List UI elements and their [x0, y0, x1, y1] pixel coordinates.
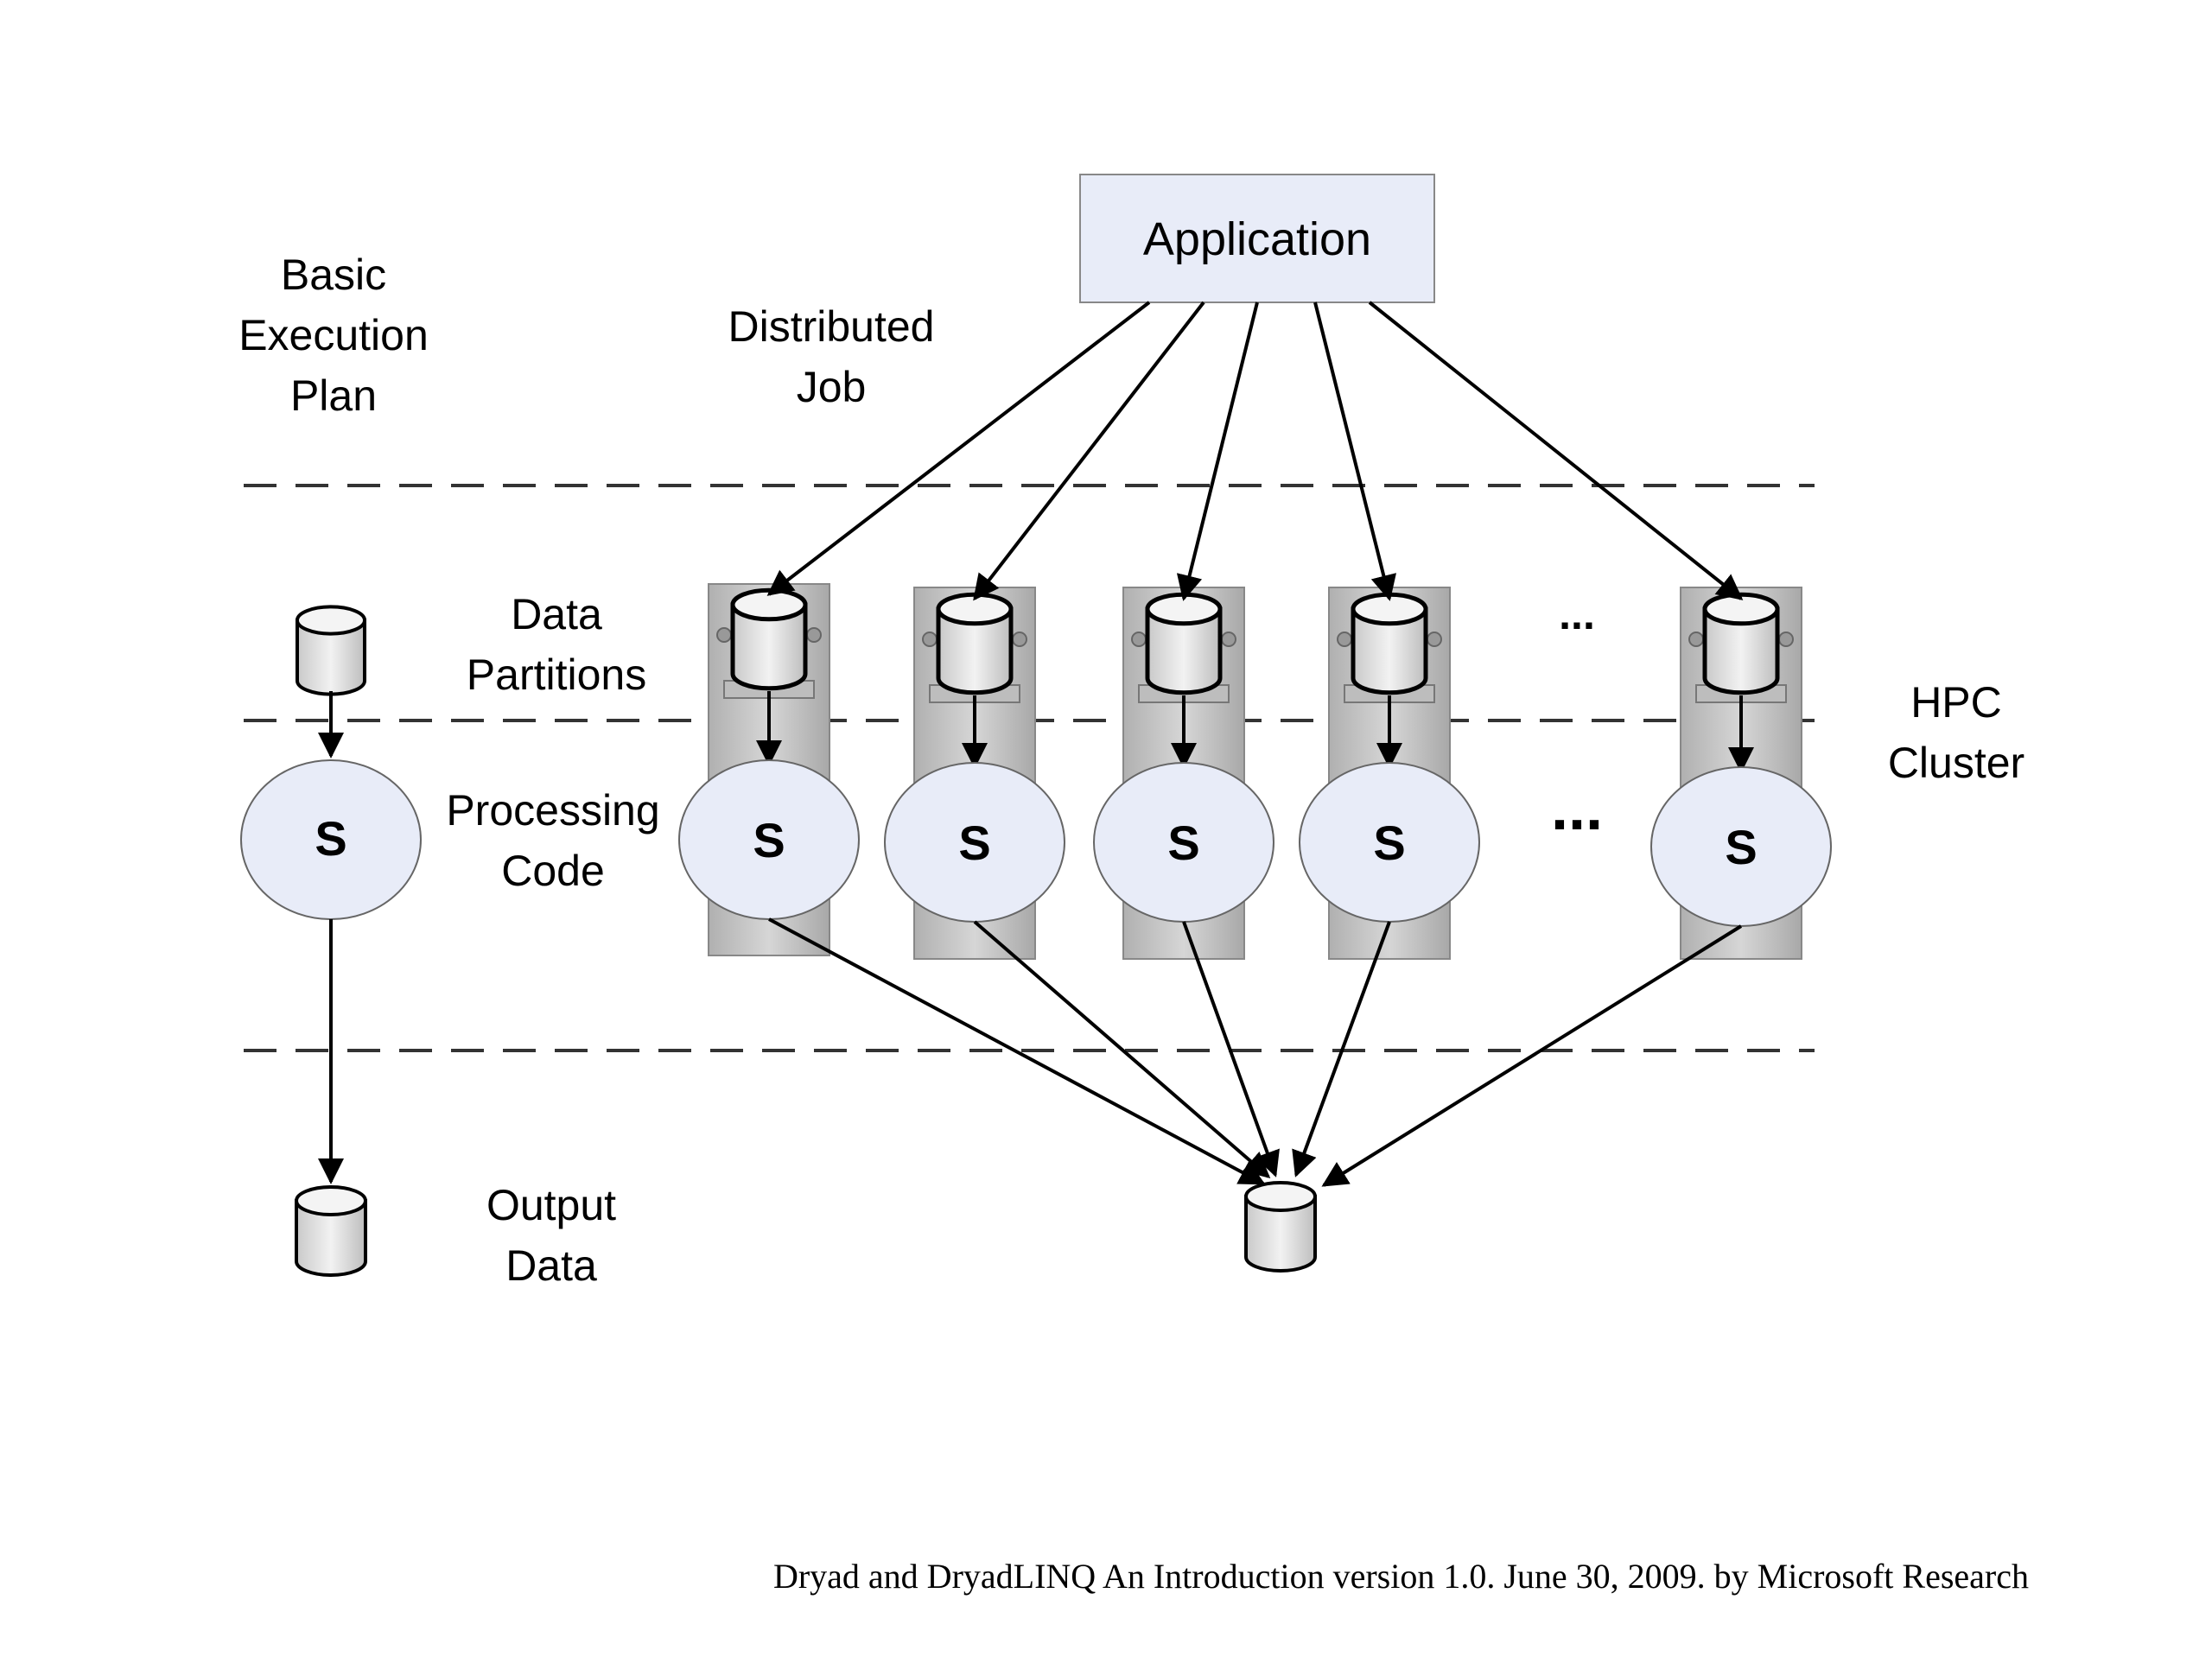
server-knob-left-4 — [1337, 632, 1352, 647]
server-knob-left-2 — [922, 632, 938, 647]
partition-db-1-body — [730, 602, 808, 691]
output-arrow-3 — [1182, 921, 1280, 1177]
application-box: Application — [1079, 174, 1435, 303]
basic-input-db-icon — [296, 605, 366, 696]
application-arrow-4 — [1313, 301, 1396, 601]
partition-db-5-body — [1702, 606, 1780, 695]
label-distributed-job-1: Distributed — [728, 302, 935, 351]
processing-node-label-3: S — [1167, 816, 1199, 870]
partition-db-3-body — [1145, 606, 1223, 695]
cluster-output-db-top — [1244, 1181, 1317, 1212]
output-arrows — [768, 917, 1743, 1187]
cluster-output-db-body — [1244, 1195, 1317, 1273]
label-basic-execution-plan-2: Execution — [238, 311, 429, 359]
basic-output-db — [295, 1185, 367, 1277]
label-basic-execution-plan-1: Basic — [281, 251, 386, 299]
output-arrow-2 — [973, 920, 1271, 1178]
server-knob-left-3 — [1131, 632, 1147, 647]
processing-node-label-5: S — [1725, 820, 1757, 874]
label-data-partitions-2: Partitions — [467, 651, 646, 699]
basic-input-db-top — [296, 605, 366, 636]
partition-db-2 — [936, 592, 1014, 695]
partition-db-4-top — [1351, 592, 1428, 626]
label-hpc-cluster-1: HPC — [1910, 678, 2002, 727]
output-arrow-1 — [768, 917, 1266, 1185]
server-knob-right-3 — [1221, 632, 1236, 647]
server-knob-right-2 — [1012, 632, 1027, 647]
label-distributed-job-2: Job — [797, 363, 867, 411]
application-arrows — [766, 301, 1744, 601]
footer-citation: Dryad and DryadLINQ An Introduction vers… — [773, 1557, 2029, 1596]
basic-input-db-body — [296, 619, 366, 696]
basic-node-label: S — [315, 811, 346, 866]
cluster-output-db-icon — [1244, 1181, 1317, 1273]
partition-db-1 — [730, 587, 808, 691]
partition-db-2-top — [936, 592, 1014, 626]
application-label: Application — [1143, 213, 1371, 265]
server-knob-right-4 — [1427, 632, 1442, 647]
processing-node-label-4: S — [1373, 816, 1405, 870]
processing-node-label-2: S — [958, 816, 990, 870]
output-arrow-5 — [1321, 924, 1743, 1187]
label-basic-execution-plan-3: Plan — [290, 371, 377, 420]
server-knob-left-1 — [716, 627, 732, 643]
label-hpc-cluster-2: Cluster — [1888, 739, 2024, 787]
partition-db-5 — [1702, 592, 1780, 695]
basic-plan: S — [240, 605, 422, 1277]
basic-output-db-top — [295, 1185, 367, 1216]
basic-output-db-body — [295, 1199, 367, 1277]
server-knob-right-5 — [1778, 632, 1794, 647]
ellipsis-processing: ... — [1551, 774, 1603, 843]
output-arrow-4 — [1292, 921, 1391, 1177]
partition-db-3 — [1145, 592, 1223, 695]
basic-output-db-icon — [295, 1185, 367, 1277]
partition-db-3-top — [1145, 592, 1223, 626]
ellipsis-partitions: ... — [1559, 590, 1595, 638]
label-data-partitions-1: Data — [511, 590, 602, 638]
server-knob-left-5 — [1688, 632, 1704, 647]
application-arrow-5 — [1368, 301, 1744, 600]
partition-db-4-body — [1351, 606, 1428, 695]
partition-db-1-top — [730, 587, 808, 622]
label-processing-code-2: Code — [501, 847, 605, 895]
partition-db-4 — [1351, 592, 1428, 695]
label-processing-code-1: Processing — [446, 786, 659, 835]
application-arrow-1 — [766, 301, 1151, 596]
cluster-output-db — [1244, 1181, 1317, 1273]
processing-node-label-1: S — [753, 813, 785, 867]
label-output-data-2: Data — [505, 1241, 597, 1290]
basic-input-db — [296, 605, 366, 696]
partition-db-5-top — [1702, 592, 1780, 626]
application-rect — [1079, 174, 1435, 303]
partition-db-2-body — [936, 606, 1014, 695]
application-arrow-3 — [1176, 301, 1259, 601]
application-arrow-2 — [973, 301, 1205, 601]
server-knob-right-1 — [806, 627, 822, 643]
label-output-data-1: Output — [486, 1181, 616, 1229]
